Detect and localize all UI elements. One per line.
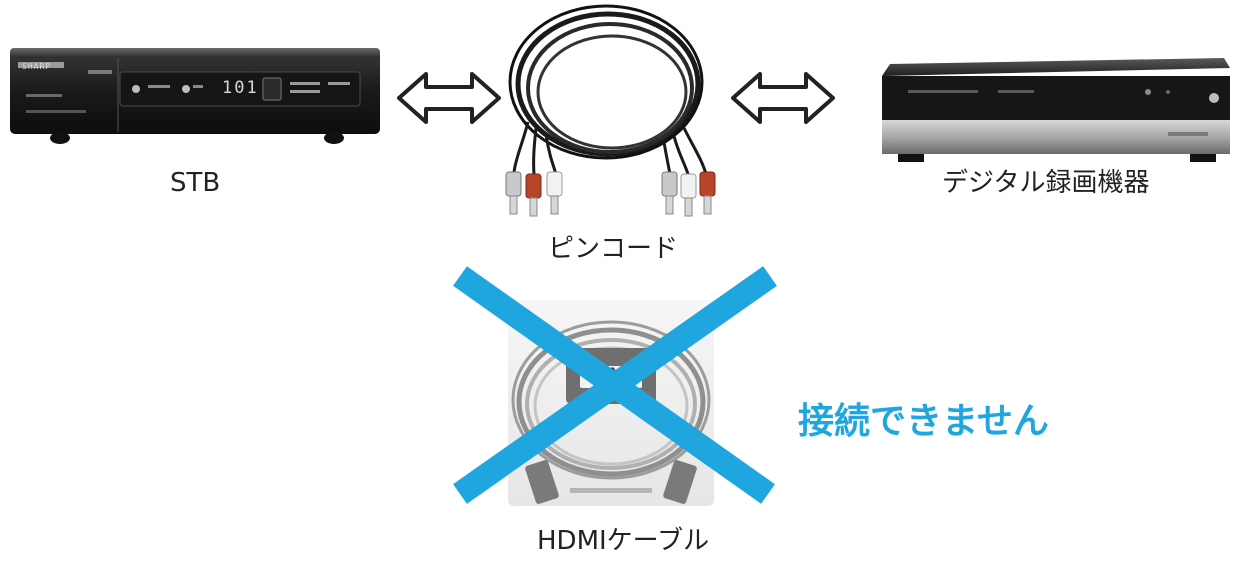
- bidirectional-arrow-icon: [730, 70, 836, 126]
- pin-cord-label: ピンコード: [548, 234, 679, 264]
- stb-brand-text: SHARP: [22, 62, 52, 71]
- pin-cord-image: [478, 2, 740, 227]
- right-rca-plugs: [661, 171, 716, 217]
- recorder-device: [878, 54, 1236, 166]
- stb-label: STB: [170, 168, 221, 198]
- stb-display-digits: 101: [222, 78, 259, 98]
- prohibited-cross-icon: [440, 262, 790, 508]
- recorder-label: デジタル録画機器: [942, 168, 1150, 198]
- connection-warning-text: 接続できません: [798, 401, 1049, 442]
- bidirectional-arrow-icon: [396, 70, 502, 126]
- left-rca-plugs: [505, 171, 563, 217]
- stb-device: SHARP 101: [8, 42, 384, 150]
- hdmi-cable-label: HDMIケーブル: [537, 526, 710, 556]
- stb-image: [10, 48, 380, 144]
- recorder-image: [882, 58, 1230, 162]
